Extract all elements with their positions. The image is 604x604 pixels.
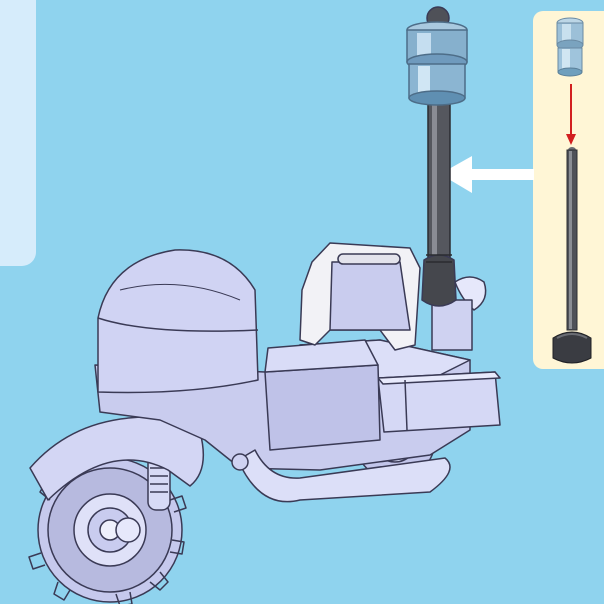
dark-gray-antenna-bar-icon bbox=[553, 147, 591, 363]
assembly-arrow-icon bbox=[566, 84, 576, 145]
handle-bracket-icon bbox=[300, 243, 420, 350]
transparent-blue-round-brick-icon bbox=[557, 18, 583, 76]
side-box-icon bbox=[378, 372, 500, 432]
fuel-tank-block-icon bbox=[265, 340, 380, 450]
motorcycle-model-icon bbox=[29, 7, 500, 604]
antenna-light-brick-icon bbox=[407, 7, 467, 105]
seat-fairing-icon bbox=[98, 250, 258, 393]
callout-pointer-arrow bbox=[440, 156, 534, 193]
antenna-pole-icon bbox=[422, 100, 456, 306]
